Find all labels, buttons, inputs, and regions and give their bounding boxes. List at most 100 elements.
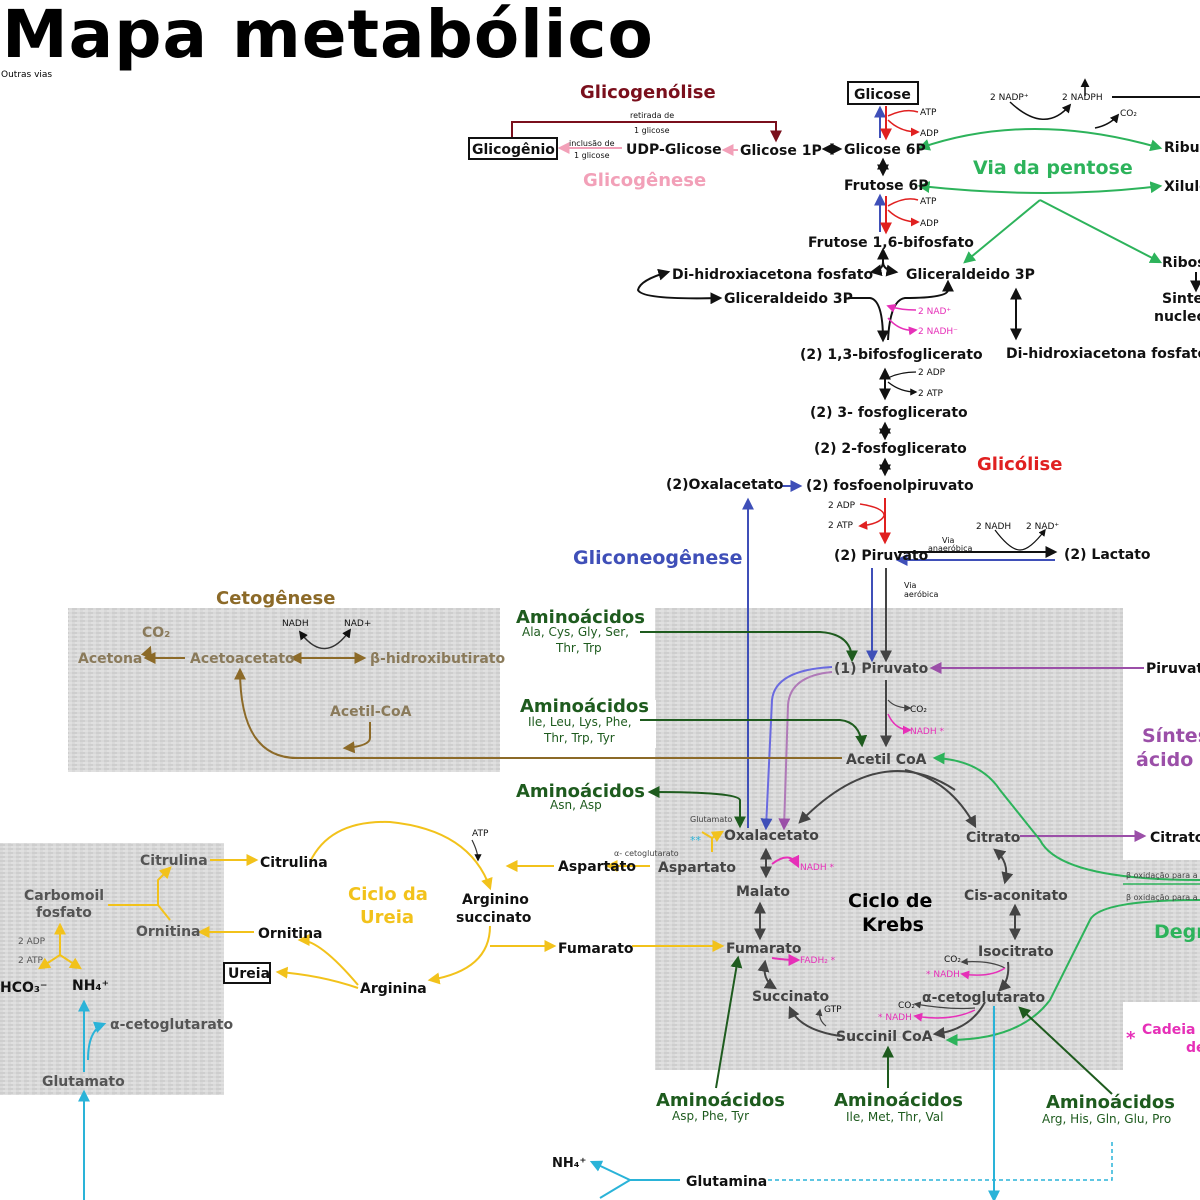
cofactor-co2-pentose: CO₂ <box>1120 109 1137 119</box>
cofactor-2adp-urea: 2 ADP <box>18 937 46 947</box>
metabolite-gliceraldeido-3p: Gliceraldeido 3P <box>906 267 1035 283</box>
cofactor-co2-iso: CO₂ <box>944 955 961 965</box>
metabolite-isocitrato: Isocitrato <box>978 944 1054 960</box>
degradation-arrows <box>932 752 1200 1046</box>
page-title: Mapa metabólico <box>2 0 654 73</box>
metabolite-hco3: HCO₃⁻ <box>0 980 47 996</box>
cofactor-co2-pdh: CO₂ <box>910 705 927 715</box>
metabolite-malato: Malato <box>736 884 790 900</box>
metabolite-cis-aconitato: Cis-aconitato <box>964 888 1068 904</box>
pathway-via-pentose: Via da pentose <box>973 157 1133 179</box>
cofactor-adp-1: ADP <box>920 129 939 139</box>
amino-group4-title: Aminoácidos <box>656 1090 785 1111</box>
amino-acid-arrows <box>640 631 1113 1095</box>
pathway-ciclo-ureia-1: Ciclo da <box>348 884 428 905</box>
ketogenesis-arrows <box>140 628 842 760</box>
annotation-b-oxidacao-1: β oxidação para a <box>1126 871 1198 880</box>
purple-arrows <box>929 662 1147 842</box>
cofactor-2nadh: 2 NADH⁻ <box>918 327 958 337</box>
metabolite-acetona: Acetona <box>78 651 142 667</box>
annotation-inclusao-2: 1 glicose <box>574 151 610 160</box>
metabolite-ureia: Ureia <box>228 966 270 982</box>
cofactor-atp-2: ATP <box>920 197 937 207</box>
amino-group3-title: Aminoácidos <box>516 781 645 802</box>
pathway-sintese-2: ácido g <box>1136 749 1200 771</box>
cofactor-nadh-akg: * NADH <box>878 1013 912 1023</box>
metabolite-aspartato-krebs: Aspartato <box>658 860 736 876</box>
annotation-via-anaerobica-2: anaeróbica <box>928 543 973 553</box>
metabolite-piruvato-right: Piruvato <box>1146 661 1200 677</box>
metabolite-arginina: Arginina <box>360 981 427 997</box>
amino-group5-title: Aminoácidos <box>834 1090 963 1111</box>
metabolite-fumarato: Fumarato <box>726 941 802 957</box>
pathway-gliconeogenese: Gliconeogênese <box>573 547 743 569</box>
cofactor-nadh-iso: * NADH <box>926 970 960 980</box>
metabolite-co2-keto: CO₂ <box>142 625 170 641</box>
pathway-ciclo-ureia-2: Ureia <box>360 907 414 928</box>
cofactor-nadh-pdh: NADH * <box>910 727 944 737</box>
annotation-inclusao-1: inclusão de <box>569 139 615 148</box>
cofactor-atp-urea: ATP <box>472 829 489 839</box>
amino-group2-list2: Thr, Trp, Tyr <box>543 731 615 745</box>
krebs-arrows <box>754 769 1021 1039</box>
pathway-glicogenese: Glicogênese <box>583 170 706 191</box>
cofactor-2atp-urea: 2 ATP <box>18 956 44 966</box>
glycolysis-arrows <box>636 105 1058 748</box>
cofactor-atp-1: ATP <box>920 108 937 118</box>
metabolite-a-cetoglutarato-left: α-cetoglutarato <box>110 1017 234 1033</box>
amino-group3-list: Asn, Asp <box>550 798 602 812</box>
metabolite-sinte: Sinte <box>1162 291 1200 307</box>
pathway-cetogenese: Cetogênese <box>216 588 335 609</box>
metabolite-carbomoil-1: Carbomoil <box>24 888 104 904</box>
annotation-labels: retirada de 1 glicose inclusão de 1 glic… <box>569 111 1200 1056</box>
amino-group5-list: Ile, Met, Thr, Val <box>846 1110 943 1124</box>
metabolite-frutose-6p: Frutose 6P <box>844 178 929 194</box>
metabolite-arginino-2: succinato <box>456 910 532 926</box>
pathway-ciclo-krebs-2: Krebs <box>862 914 924 936</box>
urea-arrows <box>37 820 725 989</box>
annotation-cadeia-2: de <box>1186 1040 1200 1056</box>
cofactor-gtp: GTP <box>824 1005 842 1015</box>
annotation-via-aerobica-2: aeróbica <box>904 589 939 599</box>
metabolite-glicose-1p: Glicose 1P <box>740 143 822 159</box>
amino-group6-list: Arg, His, Gln, Glu, Pro <box>1042 1112 1171 1126</box>
background-panels <box>0 608 1200 1095</box>
metabolite-nh4-bottom: NH₄⁺ <box>552 1156 586 1171</box>
page-subtitle: Outras vias <box>1 70 53 80</box>
pathway-sintese-1: Síntes <box>1142 725 1200 747</box>
cofactor-fadh: FADH₂ * <box>800 956 836 966</box>
annotation-via-aerobica-1: Via <box>904 581 917 590</box>
amino-group1-list: Ala, Cys, Gly, Ser, <box>522 625 629 639</box>
metabolite-ribu: Ribu <box>1164 140 1200 156</box>
metabolite-glutamina: Glutamina <box>686 1174 767 1190</box>
annotation-b-oxidacao-2: β oxidação para a <box>1126 893 1198 902</box>
boxed-labels <box>223 81 919 984</box>
metabolite-nh4: NH₄⁺ <box>72 978 109 994</box>
annotation-star: * <box>1126 1028 1136 1049</box>
cofactor-2atp: 2 ATP <box>918 389 944 399</box>
pathway-glicolise: Glicólise <box>977 454 1062 475</box>
cofactor-nadp: 2 NADP⁺ <box>990 93 1029 103</box>
metabolite-glicogenio: Glicogênio <box>472 142 555 158</box>
glycogen-arrows <box>511 121 843 156</box>
amino-group6-title: Aminoácidos <box>1046 1092 1175 1113</box>
annotation-retirada-1: retirada de <box>630 111 674 120</box>
metabolite-3-fosfoglicerato: (2) 3- fosfoglicerato <box>810 405 968 421</box>
metabolite-succinato: Succinato <box>752 989 830 1005</box>
gluconeogenesis-arrows <box>742 497 833 831</box>
metabolite-ornitina: Ornitina <box>258 926 322 942</box>
cofactor-nad-keto: NAD+ <box>344 619 371 629</box>
metabolite-arginino-1: Arginino <box>462 892 529 908</box>
metabolite-b-hidroxibutirato: β-hidroxibutirato <box>370 651 505 667</box>
metabolite-citrulina-left: Citrulina <box>140 853 208 869</box>
cofactor-nadh-malato: NADH * <box>800 863 834 873</box>
pathway-labels: Glicogenólise Glicogênese Via da pentose… <box>216 82 1200 943</box>
metabolite-udp-glicose: UDP-Glicose <box>626 142 722 158</box>
amino-group2-title: Aminoácidos <box>520 696 649 717</box>
metabolite-frutose-16: Frutose 1,6-bifosfato <box>808 235 974 251</box>
metabolite-citrato-right: Citrato <box>1150 830 1200 846</box>
metabolite-a-cetoglutarato-small: α- cetoglutarato <box>614 849 679 858</box>
metabolite-glicose-6p: Glicose 6P <box>844 142 926 158</box>
metabolite-glicose: Glicose <box>854 87 911 103</box>
